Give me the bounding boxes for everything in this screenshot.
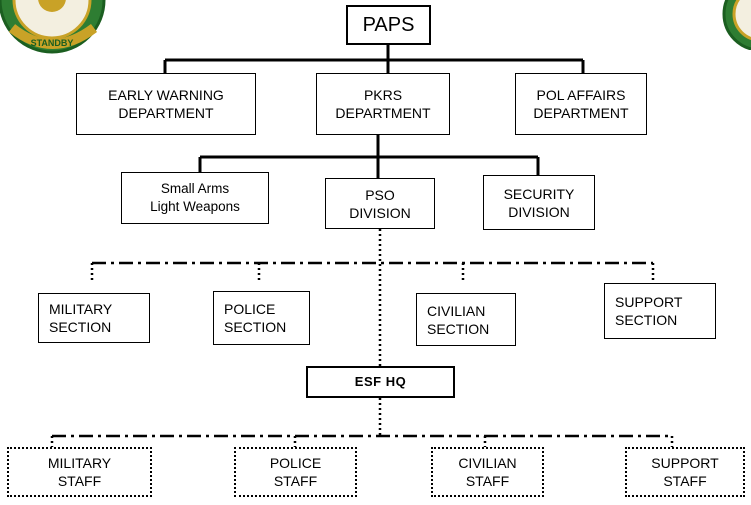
military-staff-box: MILITARY STAFF	[7, 447, 152, 497]
ecowas-standby-force-emblem-icon: STANDBY	[0, 0, 106, 54]
support-section-box: SUPPORT SECTION	[604, 283, 716, 339]
police-staff-box: POLICE STAFF	[234, 447, 357, 497]
security-division-box: SECURITY DIVISION	[483, 175, 595, 230]
civilian-section-box: CIVILIAN SECTION	[416, 293, 516, 346]
esf-hq-box: ESF HQ	[306, 366, 455, 398]
police-section-box: POLICE SECTION	[213, 291, 310, 345]
pkrs-department-box: PKRS DEPARTMENT	[316, 73, 450, 135]
ecowas-emblem-icon	[722, 0, 751, 50]
pso-division-box: PSO DIVISION	[325, 178, 435, 229]
small-arms-light-weapons-box: Small Arms Light Weapons	[121, 172, 269, 224]
paps-box: PAPS	[346, 5, 431, 45]
early-warning-department-box: EARLY WARNING DEPARTMENT	[76, 73, 256, 135]
support-staff-box: SUPPORT STAFF	[625, 447, 745, 497]
logo-left-text: STANDBY	[31, 38, 74, 48]
pol-affairs-department-box: POL AFFAIRS DEPARTMENT	[515, 73, 647, 135]
civilian-staff-box: CIVILIAN STAFF	[431, 447, 544, 497]
military-section-box: MILITARY SECTION	[38, 293, 150, 343]
